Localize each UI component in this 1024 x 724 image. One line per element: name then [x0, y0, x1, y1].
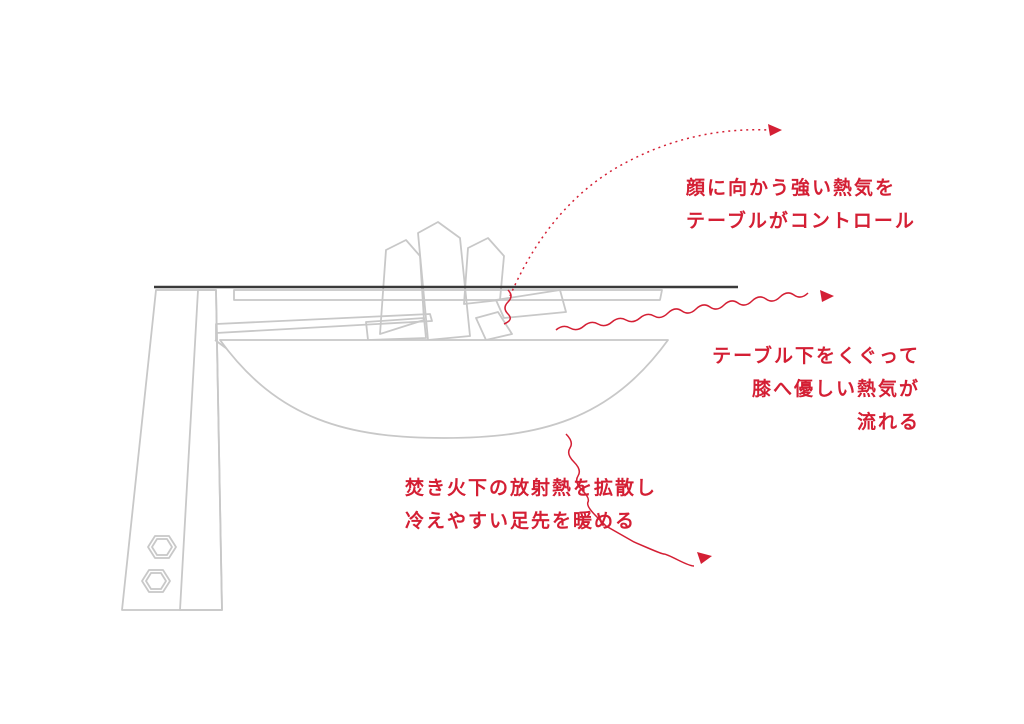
heat-path-downward	[565, 433, 695, 567]
arrow-head-icon	[820, 290, 834, 302]
fire-bowl	[219, 339, 669, 439]
heat-path-upward	[509, 129, 769, 297]
leg-inner	[179, 289, 223, 611]
log-right-small	[475, 311, 513, 341]
arrow-heads	[697, 124, 834, 564]
annotation-middle-line-3: 流れる	[856, 411, 920, 433]
log-left-small	[365, 317, 427, 341]
log-back-right	[463, 237, 505, 305]
fire-pit-structure	[121, 221, 669, 611]
annotation-bottom-line-1: 焚き火下の放射熱を拡散し	[405, 477, 658, 499]
annotation-bottom: 焚き火下の放射熱を拡散し 冷えやすい足先を暖める	[405, 472, 657, 538]
annotation-top-line-2: テーブルがコントロール	[686, 210, 916, 232]
log-back-far	[495, 289, 567, 319]
arrow-head-icon	[697, 552, 712, 564]
table-under-frame	[233, 289, 663, 301]
frame-strut	[215, 313, 433, 334]
hex-bolt-icon	[141, 569, 171, 593]
annotation-top: 顔に向かう強い熱気を テーブルがコントロール	[686, 172, 916, 238]
annotation-middle-line-2: 膝へ優しい熱気が	[751, 378, 920, 400]
annotation-middle: テーブル下をくぐって 膝へ優しい熱気が 流れる	[712, 340, 920, 439]
annotation-middle-line-1: テーブル下をくぐって	[712, 345, 920, 367]
annotation-top-line-1: 顔に向かう強い熱気を	[686, 177, 897, 199]
heat-path-under-table	[555, 292, 809, 331]
log-center	[417, 221, 471, 341]
arrow-head-icon	[768, 124, 782, 136]
hex-bolt-icon	[147, 535, 177, 559]
leg-outer	[121, 289, 223, 611]
heat-path-through-logs	[503, 289, 512, 325]
annotation-bottom-line-2: 冷えやすい足先を暖める	[405, 510, 637, 532]
heat-flows	[503, 129, 809, 567]
